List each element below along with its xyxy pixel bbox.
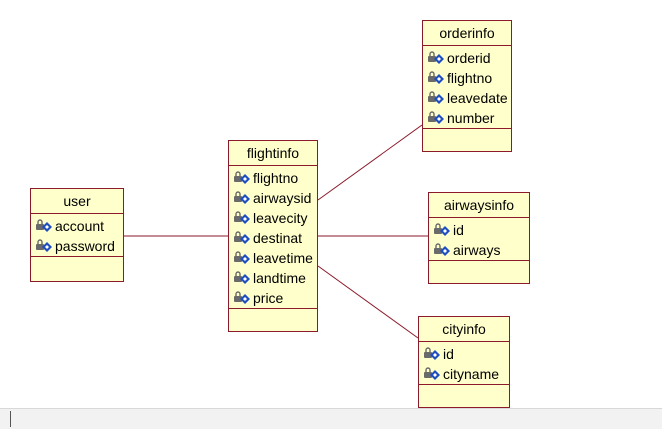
class-orderinfo[interactable]: orderinfo orderid flightno leavedate num… [422,20,512,152]
private-attribute-icon [234,291,250,304]
private-attribute-icon [424,347,440,360]
attribute-row[interactable]: id [433,220,529,240]
attribute-row[interactable]: flightno [233,168,317,188]
attribute-row[interactable]: id [423,344,509,364]
attribute-row[interactable]: leavedate [427,88,511,108]
attribute-list: orderid flightno leavedate number [423,46,511,129]
attribute-name: leavecity [253,210,308,226]
attribute-row[interactable]: account [35,216,123,236]
private-attribute-icon [428,51,444,64]
private-attribute-icon [434,223,450,236]
operation-compartment [229,309,317,323]
private-attribute-icon [234,211,250,224]
attribute-name: leavetime [253,250,313,266]
class-flightinfo[interactable]: flightinfo flightno airwaysid leavecity … [228,140,318,332]
attribute-row[interactable]: leavecity [233,208,317,228]
class-title: orderinfo [423,21,511,46]
attribute-name: leavedate [447,90,508,106]
attribute-row[interactable]: orderid [427,48,511,68]
attribute-name: flightno [253,170,299,186]
private-attribute-icon [434,243,450,256]
operation-compartment [31,257,123,271]
private-attribute-icon [234,271,250,284]
attribute-name: account [55,218,105,234]
private-attribute-icon [36,239,52,252]
class-title: flightinfo [229,141,317,166]
attribute-name: airwaysid [253,190,312,206]
class-title: airwaysinfo [429,193,529,218]
class-airwaysinfo[interactable]: airwaysinfo id airways [428,192,530,284]
attribute-row[interactable]: airways [433,240,529,260]
attribute-name: flightno [447,70,493,86]
attribute-row[interactable]: airwaysid [233,188,317,208]
attribute-name: landtime [253,270,306,286]
private-attribute-icon [234,171,250,184]
operation-compartment [419,385,509,399]
operation-compartment [423,129,511,143]
attribute-list: account password [31,214,123,257]
association-flightinfo-cityinfo[interactable] [317,265,419,339]
private-attribute-icon [428,71,444,84]
attribute-row[interactable]: price [233,288,317,308]
attribute-name: password [55,238,115,254]
private-attribute-icon [428,91,444,104]
private-attribute-icon [424,367,440,380]
attribute-row[interactable]: flightno [427,68,511,88]
class-user[interactable]: user account password [30,188,124,282]
attribute-list: id cityname [419,342,509,385]
class-title: user [31,189,123,214]
attribute-name: number [447,110,495,126]
attribute-row[interactable]: cityname [423,364,509,384]
attribute-name: id [443,346,454,362]
attribute-row[interactable]: landtime [233,268,317,288]
attribute-row[interactable]: number [427,108,511,128]
class-cityinfo[interactable]: cityinfo id cityname [418,316,510,408]
attribute-list: id airways [429,218,529,261]
private-attribute-icon [234,191,250,204]
attribute-list: flightno airwaysid leavecity destinat le… [229,166,317,309]
attribute-name: id [453,222,464,238]
private-attribute-icon [234,251,250,264]
status-bar [0,408,662,429]
operation-compartment [429,261,529,275]
attribute-name: price [253,290,284,306]
attribute-row[interactable]: password [35,236,123,256]
private-attribute-icon [428,111,444,124]
text-cursor [10,411,11,427]
private-attribute-icon [36,219,52,232]
attribute-name: destinat [253,230,303,246]
attribute-name: orderid [447,50,491,66]
attribute-name: cityname [443,366,500,382]
attribute-row[interactable]: destinat [233,228,317,248]
class-title: cityinfo [419,317,509,342]
association-flightinfo-orderinfo[interactable] [317,124,423,201]
private-attribute-icon [234,231,250,244]
attribute-row[interactable]: leavetime [233,248,317,268]
attribute-name: airways [453,242,501,258]
